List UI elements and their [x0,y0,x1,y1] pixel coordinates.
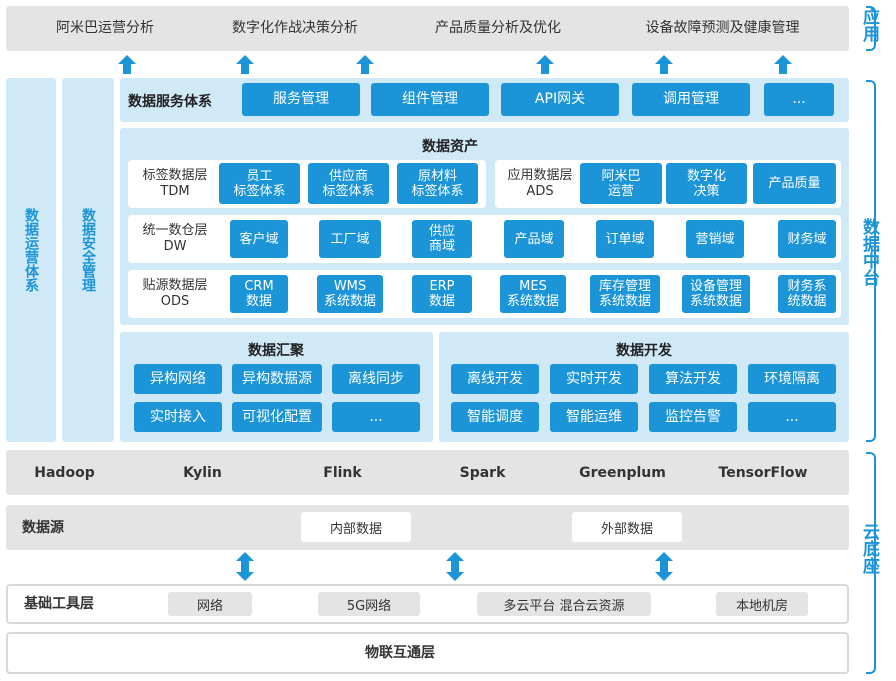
side-label-cloud-base: 云底座 [859,523,879,574]
infra-tools-title: 基础工具层 [24,596,94,612]
data-source-bar [6,505,849,550]
service-management-button[interactable]: 服务管理 [242,83,360,116]
app-item-amoeba: 阿米巴运营分析 [56,20,154,36]
bottom-bracket [866,452,876,674]
data-development-title: 数据开发 [616,343,672,359]
dw-supplier-domain[interactable]: 供应 商域 [412,220,472,258]
data-aggregation-title: 数据汇聚 [248,343,304,359]
realtime-dev-button[interactable]: 实时开发 [550,364,638,394]
arrow-up-icons [118,55,792,74]
arrow-updown-icon [655,552,673,581]
ads-product-quality[interactable]: 产品质量 [753,163,836,204]
data-ops-label: 数据运营体系 [23,208,39,292]
application-layer-bar [6,6,849,51]
arrow-updown-icons [236,552,673,581]
ods-label: 贴源数据层 ODS [142,278,208,309]
arrow-up-icon [536,55,554,74]
dw-factory-domain[interactable]: 工厂域 [319,220,381,258]
offline-sync-button[interactable]: 离线同步 [332,364,420,394]
app-item-quality: 产品质量分析及优化 [435,20,561,36]
data-security-label: 数据安全管理 [80,208,96,292]
infra-network[interactable]: 网络 [168,592,252,616]
internal-data[interactable]: 内部数据 [301,512,411,542]
data-ops-column [6,78,56,442]
arrow-updown-icon [236,552,254,581]
app-bracket [866,6,876,51]
tech-hadoop: Hadoop [34,465,95,481]
app-item-equipment: 设备故障预测及健康管理 [645,20,800,36]
arrow-up-icon [118,55,136,74]
tech-spark: Spark [459,465,506,481]
tdm-label: 标签数据层 TDM [142,168,208,199]
env-isolation-button[interactable]: 环境隔离 [748,364,836,394]
ods-wms-data[interactable]: WMS 系统数据 [317,275,383,313]
service-more-button[interactable]: ... [764,83,834,116]
dw-finance-domain[interactable]: 财务域 [778,220,836,258]
dw-marketing-domain[interactable]: 营销域 [686,220,744,258]
app-item-digital-decision: 数字化作战决策分析 [232,20,358,36]
external-data[interactable]: 外部数据 [572,512,682,542]
side-label-application: 应用 [859,8,879,42]
arrow-updown-icon [446,552,464,581]
dw-customer-domain[interactable]: 客户域 [230,220,288,258]
offline-dev-button[interactable]: 离线开发 [451,364,539,394]
realtime-ingest-button[interactable]: 实时接入 [134,402,222,432]
aggregation-more-button[interactable]: ... [332,402,420,432]
ads-amoeba[interactable]: 阿米巴 运营 [580,163,662,204]
iot-layer-title: 物联互通层 [365,645,435,661]
tech-stack-bar [6,450,849,495]
infra-local-room[interactable]: 本地机房 [716,592,808,616]
tdm-material-tag[interactable]: 原材料 标签体系 [397,163,478,204]
ods-erp-data[interactable]: ERP 数据 [412,275,472,313]
infra-tools-bar [6,584,849,624]
infra-5g-network[interactable]: 5G网络 [318,592,420,616]
tech-tensorflow: TensorFlow [718,465,808,481]
data-security-column [62,78,114,442]
ads-label: 应用数据层 ADS [507,168,573,199]
dw-label: 统一数仓层 DW [142,223,208,254]
ads-digital-decision[interactable]: 数字化 决策 [666,163,747,204]
arrow-updown-icon-group [236,552,673,581]
arrow-up-icon-group [118,55,792,74]
development-more-button[interactable]: ... [748,402,836,432]
data-assets-title: 数据资产 [422,139,478,155]
tech-greenplum: Greenplum [579,465,666,481]
ods-mes-data[interactable]: MES 系统数据 [500,275,566,313]
tech-kylin: Kylin [183,465,222,481]
data-service-title: 数据服务体系 [128,94,212,110]
ods-equipment-data[interactable]: 设备管理 系统数据 [682,275,750,313]
heterogeneous-source-button[interactable]: 异构数据源 [232,364,322,394]
api-gateway-button[interactable]: API网关 [501,83,619,116]
arrow-up-icon [774,55,792,74]
data-source-title: 数据源 [22,520,64,536]
iot-layer-bar [6,632,849,674]
ods-finance-data[interactable]: 财务系 统数据 [778,275,836,313]
infra-multicloud[interactable]: 多云平台 混合云资源 [477,592,651,616]
middle-bracket [866,80,876,442]
visual-config-button[interactable]: 可视化配置 [232,402,322,432]
smart-ops-button[interactable]: 智能运维 [550,402,638,432]
dw-product-domain[interactable]: 产品域 [504,220,564,258]
algorithm-dev-button[interactable]: 算法开发 [649,364,737,394]
arrow-up-icon [236,55,254,74]
smart-schedule-button[interactable]: 智能调度 [451,402,539,432]
monitor-alert-button[interactable]: 监控告警 [649,402,737,432]
arrow-up-icon [356,55,374,74]
call-management-button[interactable]: 调用管理 [632,83,750,116]
side-label-data-middle: 数据中台 [859,218,879,286]
arrow-up-icon [655,55,673,74]
tech-flink: Flink [323,465,362,481]
tdm-supplier-tag[interactable]: 供应商 标签体系 [308,163,389,204]
ods-inventory-data[interactable]: 库存管理 系统数据 [590,275,660,313]
tdm-employee-tag[interactable]: 员工 标签体系 [219,163,300,204]
component-management-button[interactable]: 组件管理 [371,83,489,116]
heterogeneous-network-button[interactable]: 异构网络 [134,364,222,394]
ods-crm-data[interactable]: CRM 数据 [230,275,288,313]
dw-order-domain[interactable]: 订单域 [596,220,654,258]
